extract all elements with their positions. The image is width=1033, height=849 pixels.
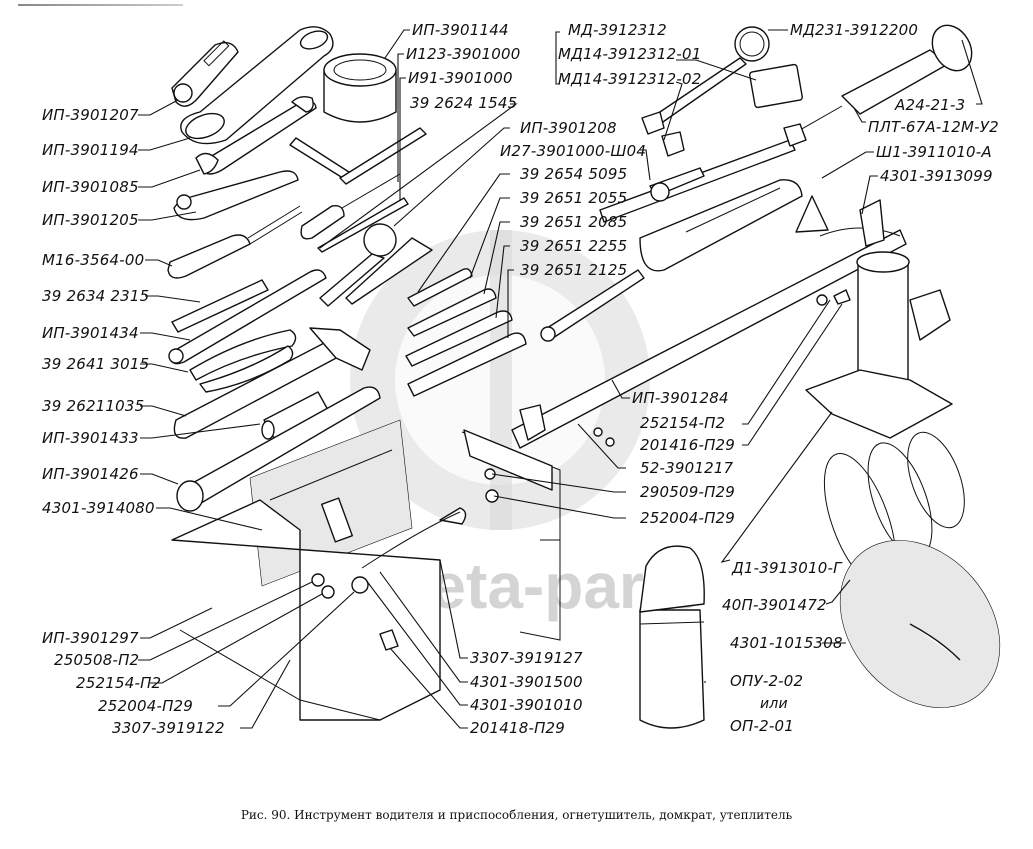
label-ip-3901144: ИП-3901144	[412, 21, 509, 39]
mounting-bracket	[463, 429, 553, 503]
figure-caption: Рис. 90. Инструмент водителя и приспособ…	[240, 808, 793, 822]
screwdriver-short	[300, 173, 409, 253]
label-ip-3901207: ИП-3901207	[42, 106, 139, 124]
label-ip-3901284: ИП-3901284	[632, 389, 729, 407]
grease-gun	[540, 139, 803, 342]
t-handle	[289, 127, 427, 185]
inspection-lamp	[783, 24, 973, 147]
label-201418-p29: 201418-П29	[470, 719, 565, 737]
label-252004-p29-right: 252004-П29	[640, 509, 735, 527]
labels-top-right: МД-3912312 МД14-3912312-01 МД14-3912312-…	[558, 21, 999, 185]
label-or: или	[760, 696, 788, 712]
ring-wrench-small	[171, 40, 239, 107]
label-3307-3919127: 3307-3919127	[470, 649, 583, 667]
labels-bottom-center: 3307-3919127 4301-3901500 4301-3901010 2…	[470, 649, 583, 737]
label-md14-3912312-01: МД14-3912312-01	[558, 45, 701, 63]
label-39-2654-5095: 39 2654 5095	[520, 165, 627, 183]
label-40p-3901472: 40П-3901472	[722, 596, 827, 614]
label-a24-21-3: А24-21-3	[894, 96, 965, 114]
ring-spanner-angled	[319, 223, 433, 307]
socket-head	[323, 53, 397, 123]
box-tube-wrench	[261, 391, 329, 440]
ring-wrench-large	[180, 26, 334, 145]
pliers	[189, 329, 297, 393]
label-md14-3912312-02: МД14-3912312-02	[558, 70, 701, 88]
label-201416-p29: 201416-П29	[640, 436, 735, 454]
label-ip-3901085: ИП-3901085	[42, 178, 139, 196]
tube-socket-wrench	[168, 269, 327, 365]
offset-box-wrench	[173, 170, 299, 221]
label-39-2651-2125: 39 2651 2125	[520, 261, 627, 279]
label-md231-3912200: МД231-3912200	[790, 21, 918, 39]
label-290509-p29: 290509-П29	[640, 483, 735, 501]
fire-extinguisher	[639, 545, 705, 729]
label-252154-p2: 252154-П2	[76, 674, 161, 692]
label-39-2641-3015: 39 2641 3015	[42, 355, 149, 373]
tire-pressure-gauge	[641, 26, 803, 157]
box-fasteners	[311, 507, 467, 651]
labels-bottom-right: Д1-3913010-Г 40П-3901472 4301-1015308 ОП…	[722, 559, 843, 735]
flat-file	[171, 279, 269, 333]
label-op-2-01: ОП-2-01	[730, 717, 794, 735]
label-4301-1015308: 4301-1015308	[730, 634, 843, 652]
hammer	[173, 327, 371, 439]
part-drawings	[167, 24, 1001, 729]
label-d1-3913010-g: Д1-3913010-Г	[731, 559, 843, 577]
labels-left: ИП-3901207 ИП-3901194 ИП-3901085 ИП-3901…	[42, 106, 225, 737]
label-252004-p29: 252004-П29	[98, 697, 193, 715]
screwdriver	[167, 205, 303, 279]
label-4301-3901010: 4301-3901010	[470, 696, 583, 714]
label-39-2634-2315: 39 2634 2315	[42, 287, 149, 305]
open-end-wrench	[195, 95, 317, 175]
labels-top-center: ИП-3901144 И123-3901000 И91-3901000 39 2…	[406, 21, 646, 279]
label-ip-3901434: ИП-3901434	[42, 324, 139, 342]
label-ip-3901433: ИП-3901433	[42, 429, 139, 447]
label-ip-3901208: ИП-3901208	[520, 119, 617, 137]
rail-bar	[511, 229, 907, 449]
label-3307-3919122: 3307-3919122	[112, 719, 225, 737]
label-4301-3913099: 4301-3913099	[880, 167, 993, 185]
open-wrench-set	[405, 268, 527, 397]
label-i91-3901000: И91-3901000	[408, 69, 513, 87]
label-52-3901217: 52-3901217	[640, 459, 734, 477]
radiator-insulation-cover	[839, 540, 1001, 708]
label-md-3912312: МД-3912312	[568, 21, 667, 39]
label-m16-3564-00: М16-3564-00	[42, 251, 144, 269]
label-plt-67a-12m-u2: ПЛТ-67А-12М-У2	[868, 118, 999, 136]
label-i123-3901000: И123-3901000	[406, 45, 520, 63]
label-252154-p2-right: 252154-П2	[640, 414, 725, 432]
hydraulic-jack	[805, 251, 953, 439]
leader-lines	[138, 29, 983, 729]
label-sh1-3911010-a: Ш1-3911010-А	[876, 143, 992, 161]
wheel-wrench-holder	[795, 195, 901, 247]
label-250508-p2: 250508-П2	[54, 651, 139, 669]
label-39-2651-2055: 39 2651 2055	[520, 189, 627, 207]
label-39-2651-2085: 39 2651 2085	[520, 213, 627, 231]
label-ip-3901194: ИП-3901194	[42, 141, 139, 159]
wheel-nut-wrench	[176, 386, 381, 512]
label-39-26211035: 39 26211035	[42, 397, 144, 415]
grease-nipple-tool	[649, 167, 705, 202]
label-4301-3914080: 4301-3914080	[42, 499, 155, 517]
labels-middle-right: ИП-3901284 252154-П2 201416-П29 52-39012…	[632, 389, 735, 527]
label-ip-3901205: ИП-3901205	[42, 211, 139, 229]
label-opu-2-02: ОПУ-2-02	[730, 672, 803, 690]
label-ip-3901297: ИП-3901297	[42, 629, 139, 647]
label-ip-3901426: ИП-3901426	[42, 465, 139, 483]
scan-edge-mark	[18, 4, 183, 6]
label-39-2651-2255: 39 2651 2255	[520, 237, 627, 255]
label-4301-3901500: 4301-3901500	[470, 673, 583, 691]
label-i27-3901000-sh04: И27-3901000-Ш04	[500, 142, 646, 160]
label-39-2624-1545: 39 2624 1545	[410, 94, 517, 112]
